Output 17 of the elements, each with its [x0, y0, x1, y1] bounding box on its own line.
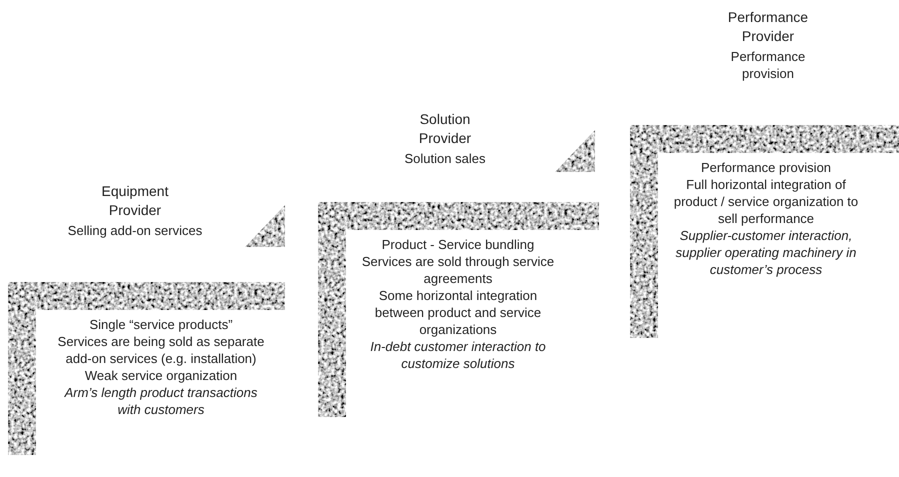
step-subtitle: Performance provision [730, 48, 806, 82]
step-heading: Equipment Provider [100, 182, 170, 220]
interaction-note: Supplier-customer interaction, supplier operating machinery in customer’s process [674, 227, 858, 278]
interaction-note: Arm’s length product transactions with customers [63, 384, 258, 418]
step-description: Full horizontal integration of product / service organization to sell performance [672, 176, 860, 227]
step-heading: Performance Provider [726, 8, 810, 46]
step-description: Weak service organization [84, 367, 238, 384]
step-subtitle: Selling add-on services [68, 222, 202, 239]
step-description: Services are sold through service agreements [360, 253, 556, 287]
interaction-note: In-debt customer interaction to customize solutions [369, 338, 547, 372]
step-subtitle: Solution sales [404, 150, 486, 167]
step-description: Product - Service bundling [382, 236, 534, 253]
step-description: Single “service products” [89, 316, 233, 333]
step-description: Services are being sold as separate add-on services (e.g. installation) [56, 333, 266, 367]
step-description: Some horizontal integration between product and service organizations [374, 287, 542, 338]
step-description: Performance provision [700, 159, 832, 176]
step-heading: Solution Provider [418, 110, 472, 148]
